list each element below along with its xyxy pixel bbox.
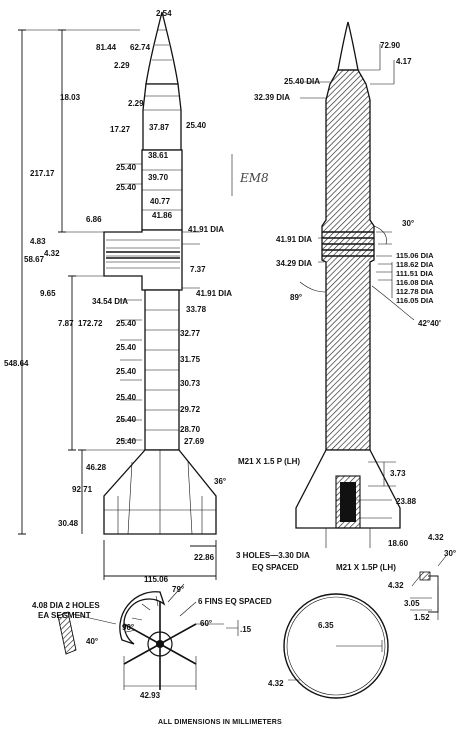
dim-7-37: 7.37 [190, 265, 206, 274]
dim-3-05: 3.05 [404, 599, 420, 608]
dim-37-87: 37.87 [149, 123, 170, 132]
dim-3-holes: 3 HOLES—3.30 DIA [236, 551, 310, 560]
dim-34-54-dia: 34.54 DIA [92, 297, 128, 306]
dim-62-74: 62.74 [130, 43, 151, 52]
dim-25-40-f: 25.40 [116, 393, 137, 402]
dim-23-88: 23.88 [396, 497, 417, 506]
dim-18-60: 18.60 [388, 539, 409, 548]
dim-ea-segment: EA SEGMENT [38, 611, 91, 620]
dim-41-91-dia-b: 41.91 DIA [196, 289, 232, 298]
dim-28-70: 28.70 [180, 425, 201, 434]
dim-116-08-dia: 116.08 DIA [396, 278, 434, 287]
dim-4-08-holes: 4.08 DIA 2 HOLES [32, 601, 100, 610]
dim-25-40-d: 25.40 [116, 343, 137, 352]
dim-27-69: 27.69 [184, 437, 205, 446]
dim-79-deg: 79° [172, 585, 184, 594]
dim-60-deg: 60° [200, 619, 212, 628]
dim-36-deg: 36° [214, 477, 226, 486]
dim-18-03: 18.03 [60, 93, 81, 102]
dim-81-44: 81.44 [96, 43, 117, 52]
dim-m21-lh-2: M21 X 1.5P (LH) [336, 563, 396, 572]
dim-111-51-dia: 111.51 DIA [396, 269, 434, 278]
dim-30-deg-a: 30° [402, 219, 414, 228]
dim-25-40-a: 25.40 [116, 163, 137, 172]
dim-90-deg: 90° [122, 623, 134, 632]
dim-30-deg-b: 30° [444, 549, 456, 558]
dim-22-86: 22.86 [194, 553, 215, 562]
dim-4-32: 4.32 [44, 249, 60, 258]
handwritten-annotation: EM8 [231, 154, 269, 196]
dim-33-78: 33.78 [186, 305, 207, 314]
dim-4-83: 4.83 [30, 237, 46, 246]
dim-41-86: 41.86 [152, 211, 173, 220]
dim-7-87: 7.87 [58, 319, 74, 328]
dim-6-35: 6.35 [318, 621, 334, 630]
dim-1-52: 1.52 [414, 613, 430, 622]
dim-40-deg: 40° [86, 637, 98, 646]
dim-17-27: 17.27 [110, 125, 131, 134]
dim-30-73: 30.73 [180, 379, 201, 388]
dim-32-39-dia: 32.39 DIA [254, 93, 290, 102]
dim-72-90: 72.90 [380, 41, 401, 50]
dim-42-40: 42°40' [418, 319, 441, 328]
right-hatched-body [321, 69, 375, 451]
dim-eq-spaced: EQ SPACED [252, 563, 299, 572]
dim-112-78-dia: 112.78 DIA [396, 287, 434, 296]
left-elevation-view [18, 11, 217, 580]
dim-25-40-g: 25.40 [116, 415, 137, 424]
dim-548-64: 548.64 [4, 359, 29, 368]
dim-31-75: 31.75 [180, 355, 201, 364]
dim-89-deg: 89° [290, 293, 302, 302]
dim-25-40-dia: 25.40 DIA [284, 77, 320, 86]
ring-detail: 6.35 4.32 [268, 593, 389, 699]
dim-30-48: 30.48 [58, 519, 79, 528]
dim-118-62-dia: 118.62 DIA [396, 260, 434, 269]
dim-39-70: 39.70 [148, 173, 169, 182]
dim-9-65: 9.65 [40, 289, 56, 298]
dim-4-32-mid: 4.32 [388, 581, 404, 590]
right-section-view [295, 21, 415, 548]
dim-40-77: 40.77 [150, 197, 171, 206]
left-nose-cone [145, 11, 179, 85]
dim-4-32-ring: 4.32 [268, 679, 284, 688]
dim-92-71: 92.71 [72, 485, 93, 494]
dim-4-17: 4.17 [396, 57, 412, 66]
dim-115-06-dia: 115.06 DIA [396, 251, 434, 260]
fin-profile-detail: 4.32 30° 4.32 3.05 1.52 [388, 533, 456, 622]
dim-32-77: 32.77 [180, 329, 201, 338]
right-dimension-labels: 72.90 4.17 25.40 DIA 32.39 DIA 30° 41.91… [236, 41, 441, 572]
dim-25-40-e: 25.40 [116, 367, 137, 376]
dim-41-91-dia: 41.91 DIA [276, 235, 312, 244]
dim-42-93: 42.93 [140, 691, 161, 700]
dim-6-fins: 6 FINS EQ SPACED [198, 597, 272, 606]
dim-2-29a: 2.29 [114, 61, 130, 70]
dim-41-91-dia-a: 41.91 DIA [188, 225, 224, 234]
dim-34-29-dia: 34.29 DIA [276, 259, 312, 268]
dim-29-72: 29.72 [180, 405, 201, 414]
fin-end-view: 4.08 DIA 2 HOLES EA SEGMENT 79° 6 FINS E… [32, 583, 272, 700]
dim-172-72: 172.72 [78, 319, 103, 328]
caption: ALL DIMENSIONS IN MILLIMETERS [158, 719, 282, 726]
dim-25-40-b: 25.40 [116, 183, 137, 192]
left-dimension-labels: 2.54 81.44 62.74 2.29 18.03 2.29 17.27 3… [4, 9, 232, 584]
dim-217-17: 217.17 [30, 169, 55, 178]
dim-58-67: 58.67 [24, 255, 45, 264]
handwritten-em8: EM8 [239, 171, 269, 185]
dim-116-05-dia: 116.05 DIA [396, 296, 434, 305]
dim-4-32-top: 4.32 [428, 533, 444, 542]
dim-6-86: 6.86 [86, 215, 102, 224]
dim-25-40-h: 25.40 [116, 437, 137, 446]
fin-shoe-block [57, 611, 77, 655]
dim-25-40-top: 25.40 [186, 121, 207, 130]
dim-2-54: 2.54 [156, 9, 172, 18]
dim-m21-lh: M21 X 1.5 P (LH) [238, 457, 300, 466]
dim-38-61: 38.61 [148, 151, 169, 160]
dim-115-06: 115.06 [144, 575, 169, 584]
dim-25-40-c: 25.40 [116, 319, 137, 328]
dim-46-28: 46.28 [86, 463, 107, 472]
dim-3-73: 3.73 [390, 469, 406, 478]
dim-15: .15 [240, 625, 252, 634]
dim-2-29b: 2.29 [128, 99, 144, 108]
